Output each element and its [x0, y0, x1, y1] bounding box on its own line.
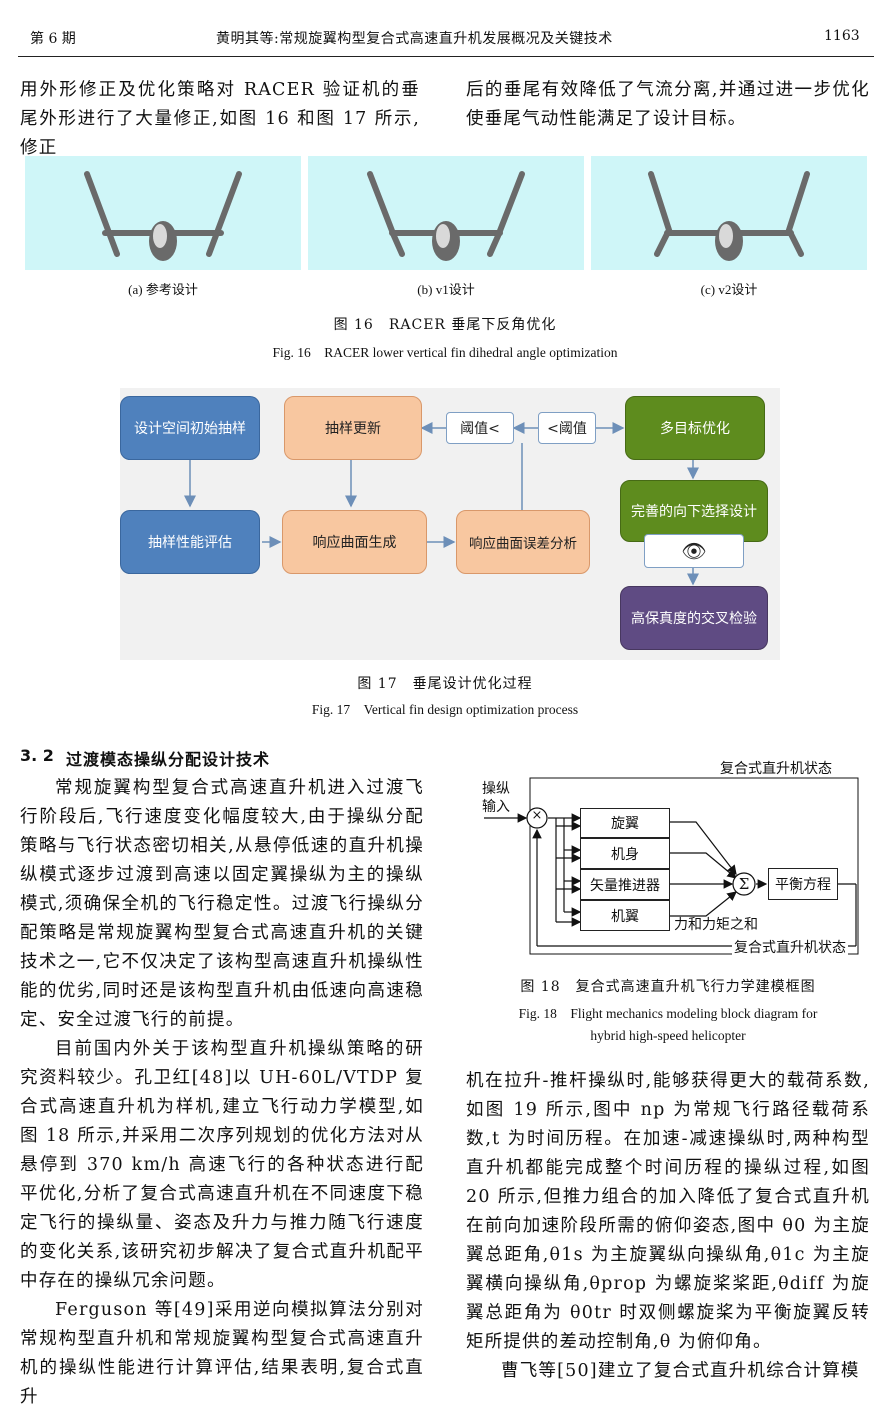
fig16-caption-cn: 图 16 RACER 垂尾下反角优化 [333, 317, 557, 333]
fig18-state-top: 复合式直升机状态 [720, 761, 832, 777]
fig18-caption-cn: 图 18 复合式高速直升机飞行力学建模框图 [520, 979, 816, 995]
running-title: 黄明其等:常规旋翼构型复合式高速直升机发展概况及关键技术 [216, 31, 613, 47]
fig18-connectors [484, 777, 859, 955]
block-fuselage: 机身 [580, 838, 670, 869]
box-threshold-lt: <阈值 [538, 412, 596, 444]
block-balance-equation: 平衡方程 [768, 868, 838, 900]
fig18-caption-en-2: hybrid high-speed helicopter [590, 1028, 746, 1043]
eye-icon: 👁 [644, 534, 744, 568]
fin-v2-image [648, 171, 810, 261]
section-number: 3. 2 [20, 746, 54, 765]
top-left-text: 用外形修正及优化策略对 RACER 验证机的垂尾外形进行了大量修正,如图 16 … [20, 80, 420, 158]
fig18-diagram: 复合式直升机状态 操纵输入 × 旋翼 机身 矢量推进器 机翼 Σ 平衡方程 力和… [470, 756, 870, 966]
fig18-force-label: 力和力矩之和 [674, 917, 758, 933]
fig16-caption-en: Fig. 16 RACER lower vertical fin dihedra… [272, 345, 618, 360]
journal-issue: 第 6 期 [30, 31, 76, 47]
left-paragraph-2: 目前国内外关于该构型直升机操纵策略的研究资料较少。孔卫红[48]以 UH-60L… [20, 1039, 424, 1291]
left-body: 常规旋翼构型复合式高速直升机进入过渡飞行阶段后,飞行速度变化幅度较大,由于操纵分… [20, 774, 424, 1412]
left-paragraph-3: Ferguson 等[49]采用逆向模拟算法分别对常规构型直升机和常规旋翼构型复… [20, 1300, 424, 1407]
top-right-text: 后的垂尾有效降低了气流分离,并通过进一步优化使垂尾气动性能满足了设计目标。 [466, 80, 870, 129]
fig17-connectors [184, 422, 699, 586]
box-multi-objective: 多目标优化 [625, 396, 765, 460]
fig16-label-c: (c) v2设计 [700, 282, 758, 297]
box-sampling-update: 抽样更新 [284, 396, 422, 460]
box-down-select: 完善的向下选择设计 [620, 480, 768, 542]
section-title: 过渡模态操纵分配设计技术 [66, 750, 271, 769]
fig18-state-bottom: 复合式直升机状态 [732, 937, 848, 957]
box-threshold-gt: 阈值< [446, 412, 514, 444]
block-rotor: 旋翼 [580, 808, 670, 838]
fig16-label-a: (a) 参考设计 [128, 282, 198, 297]
fig17-caption-cn: 图 17 垂尾设计优化过程 [357, 676, 533, 692]
box-error-analysis: 响应曲面误差分析 [456, 510, 590, 574]
fig16-panel-a [25, 156, 301, 270]
right-paragraph-2: 曹飞等[50]建立了复合式直升机综合计算模 [501, 1361, 860, 1381]
fig17-diagram: 设计空间初始抽样 抽样更新 阈值< <阈值 多目标优化 抽样性能评估 响应曲面生… [120, 388, 780, 660]
fig16-panel-b [308, 156, 584, 270]
fig16-label-b: (b) v1设计 [417, 282, 475, 297]
block-wing: 机翼 [580, 900, 670, 931]
page-number: 1163 [824, 28, 860, 44]
header-rule [18, 56, 874, 57]
fig16-panel-c [591, 156, 867, 270]
left-paragraph-1: 常规旋翼构型复合式高速直升机进入过渡飞行阶段后,飞行速度变化幅度较大,由于操纵分… [20, 778, 424, 1030]
fig18-caption-en-1: Fig. 18 Flight mechanics modeling block … [518, 1006, 818, 1021]
sum-icon: Σ [738, 875, 750, 893]
block-vectored-thruster: 矢量推进器 [580, 869, 670, 900]
box-initial-sampling: 设计空间初始抽样 [120, 396, 260, 460]
right-body: 机在拉升-推杆操纵时,能够获得更大的载荷系数,如图 19 所示,图中 np 为常… [466, 1067, 870, 1386]
fin-v1-image [367, 171, 525, 261]
box-cross-validation: 高保真度的交叉检验 [620, 586, 768, 650]
right-paragraph-1: 机在拉升-推杆操纵时,能够获得更大的载荷系数,如图 19 所示,图中 np 为常… [466, 1071, 870, 1352]
fig17-caption-en: Fig. 17 Vertical fin design optimization… [311, 702, 579, 717]
fig18-input: 操纵输入 [482, 781, 510, 815]
box-performance-eval: 抽样性能评估 [120, 510, 260, 574]
box-response-surface: 响应曲面生成 [282, 510, 427, 574]
multiply-icon: × [531, 808, 543, 823]
fin-reference-image [84, 171, 242, 261]
